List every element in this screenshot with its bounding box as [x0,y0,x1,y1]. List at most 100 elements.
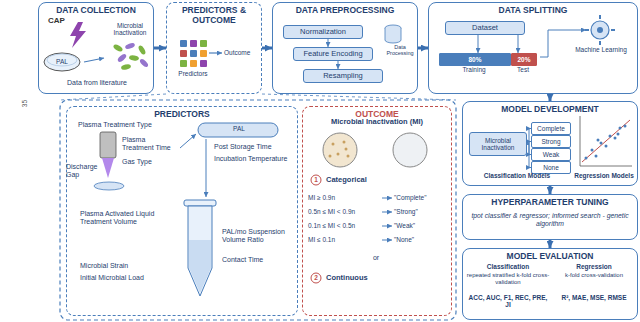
cap-label: CAP [48,17,70,26]
box-text: Strong [541,138,560,145]
predictor-label: Incubation Temperature [214,155,294,163]
scatter-plot-part [591,149,594,152]
panel-heading: HYPERPARAMETER TUNING [465,198,635,208]
box-text: Complete [537,125,565,132]
petri-dish-part [47,54,77,66]
dish-label: PAL [52,58,72,65]
class-name: "None" [394,236,448,243]
panel-text: tpot classifier & regressor; informed se… [469,212,631,229]
class-box: Weak [531,148,571,161]
process-box: Resampling [303,69,383,83]
dataset-box: Dataset [445,21,525,35]
zoom-frame-part [60,100,456,320]
icon-label: Predictors [168,70,218,77]
panel-heading: PREDICTORS & OUTCOME [169,6,259,26]
bacteria-part [124,42,135,50]
outcome-dishes-part [347,155,350,158]
petri-dish-part [84,58,104,62]
predictor-icons-part [200,60,207,67]
pal-tube-part [180,134,196,148]
eval-heading: Classification [466,263,550,270]
predictor-label: Post Storage Time [214,143,294,151]
lightning-icon [70,22,86,48]
scatter-plot-part [600,142,603,145]
class-name: "Strong" [394,208,448,215]
class-box: Complete [531,122,571,135]
connector [478,35,479,53]
bacteria-part [129,55,140,62]
plasma-jet-part [94,182,124,190]
outcome-dishes-part [329,155,332,158]
connector [549,240,552,248]
lightning-icon-part [70,22,86,48]
panel-heading: PREDICTORS [69,110,295,120]
box-text: Weak [543,151,560,158]
predictor-label: Plasma Treatment Time [122,136,176,151]
eppendorf-tube-part [189,240,211,293]
predictor-icons-part [180,50,187,57]
model-label: Regression Models [572,172,636,179]
class-arrows-part [382,240,392,241]
bacteria-part [139,58,150,69]
plasma-jet-part [100,132,116,158]
predictor-label: Initial Microbial Load [80,274,178,282]
scatter-plot [580,116,632,166]
class-name: "Weak" [394,222,448,229]
bacteria-part [121,63,132,70]
connector [549,94,552,101]
zoom-frame [60,94,456,320]
outcome-heading: Microbial Inactivation (MI) [306,118,448,126]
scatter-plot-part [595,155,598,158]
scatter-plot-part [617,133,620,136]
icon-label: Machine Learning [568,46,634,53]
split-bar: 20% [511,53,537,66]
stage-panel: PREDICTORS & OUTCOME [166,2,262,94]
outcome-dishes [323,133,427,167]
outcome-dishes-part [393,133,427,167]
scatter-plot-part [580,166,632,167]
box-text: 20% [517,56,530,63]
class-arrows [382,198,392,240]
box-text: None [543,164,559,171]
predictor-icons-part [180,40,187,47]
callout-circles-part [311,273,321,283]
model-label: Classification Models [464,172,570,179]
connector [418,47,428,50]
scatter-plot-part [582,120,630,162]
class-box: Strong [531,135,571,148]
process-box: Feature Encoding [293,47,373,61]
database-icon [385,25,401,43]
class-name: "Complete" [394,194,448,201]
database-icon-part [385,28,401,43]
eval-heading: Regression [554,263,634,270]
predictor-icons-part [200,40,207,47]
petri-dish [44,53,104,71]
rule-text: MI ≥ 0.9n [308,194,380,201]
icon-label: Microbial Inactivation [108,22,152,36]
class-arrows-part [382,212,392,213]
eval-method: repeated stratified k-fold cross-validat… [466,272,550,285]
outcome-box: Microbial Inactivation [469,132,527,156]
panel-heading: MODEL EVALUATION [465,252,635,262]
machine-learning-icon-part [597,27,603,33]
outcome-dishes-part [345,148,348,151]
eppendorf-tube-part [188,206,212,296]
panel-heading: DATA SPLITTING [431,6,635,16]
outcome-dishes-part [343,141,346,144]
predictor-icons-part [180,60,187,67]
predictor-label: Microbial Strain [80,262,178,270]
panel-heading: DATA COLLECTION [41,6,151,16]
scatter-plot-part [597,139,600,142]
rule-text: 0.1n ≤ MI < 0.5n [308,222,380,229]
process-box: Normalization [283,25,363,39]
box-text: Dataset [472,24,498,32]
split-label: Training [440,66,508,73]
connector [328,39,329,47]
predictor-label: Discharge Gap [66,163,98,178]
petri-dish-part [44,53,80,71]
predictor-icons-part [200,50,207,57]
pal-tube-part [198,123,278,137]
outcome-type: Categorical [326,176,396,184]
scatter-plot-part [605,145,608,148]
stage-panel: HYPERPARAMETER TUNING tpot classifier & r… [462,194,638,240]
